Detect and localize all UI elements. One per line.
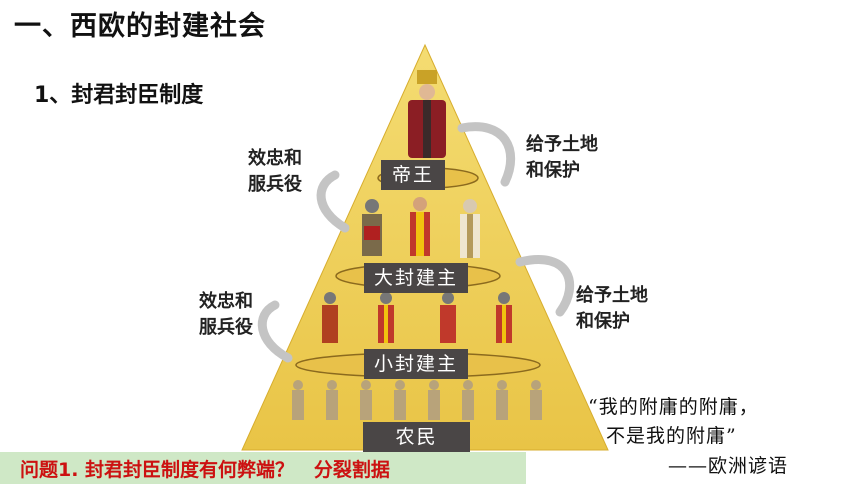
question-text: 问题1. 封君封臣制度有何弊端？ 分裂割据 <box>20 455 390 482</box>
annotation-line: 服兵役 <box>199 317 253 338</box>
annotation-line: 效忠和 <box>248 148 302 169</box>
grant-arrow-lower <box>515 255 575 317</box>
tier-label-peasant: 农民 <box>363 422 470 452</box>
annotation-line: 服兵役 <box>248 174 302 195</box>
tier-label-lesser-lord: 小封建主 <box>364 349 468 379</box>
annotation-line: 给予土地 <box>526 134 598 155</box>
lesser-lord-figures <box>322 292 512 343</box>
question-answer: 分裂割据 <box>313 459 390 481</box>
emperor-figure <box>408 70 446 158</box>
loyalty-arrow-lower <box>257 300 293 363</box>
question-bar <box>0 452 526 484</box>
annotation-loyalty-upper: 效忠和 服兵役 <box>248 146 302 198</box>
grant-arrow-upper <box>457 122 516 187</box>
page-title: 一、西欧的封建社会 <box>14 11 266 42</box>
annotation-grant-lower: 给予土地 和保护 <box>576 283 648 335</box>
quote-source: ——欧洲谚语 <box>668 455 789 477</box>
quote-line-1: “我的附庸的附庸， <box>588 396 759 418</box>
annotation-line: 和保护 <box>526 160 580 181</box>
annotation-loyalty-lower: 效忠和 服兵役 <box>199 289 253 341</box>
tier-label-great-lord: 大封建主 <box>364 263 468 293</box>
quote-line-2: 不是我的附庸” <box>606 425 737 447</box>
great-lord-figures <box>362 197 480 258</box>
question-prompt: 问题1. 封君封臣制度有何弊端？ <box>20 459 295 481</box>
annotation-grant-upper: 给予土地 和保护 <box>526 132 598 184</box>
annotation-line: 给予土地 <box>576 285 648 306</box>
peasant-figures <box>292 380 542 420</box>
loyalty-arrow-upper <box>316 170 350 233</box>
annotation-line: 和保护 <box>576 311 630 332</box>
annotation-line: 效忠和 <box>199 291 253 312</box>
section-title: 1、封君封臣制度 <box>34 83 204 108</box>
tier-label-emperor: 帝王 <box>381 160 445 190</box>
